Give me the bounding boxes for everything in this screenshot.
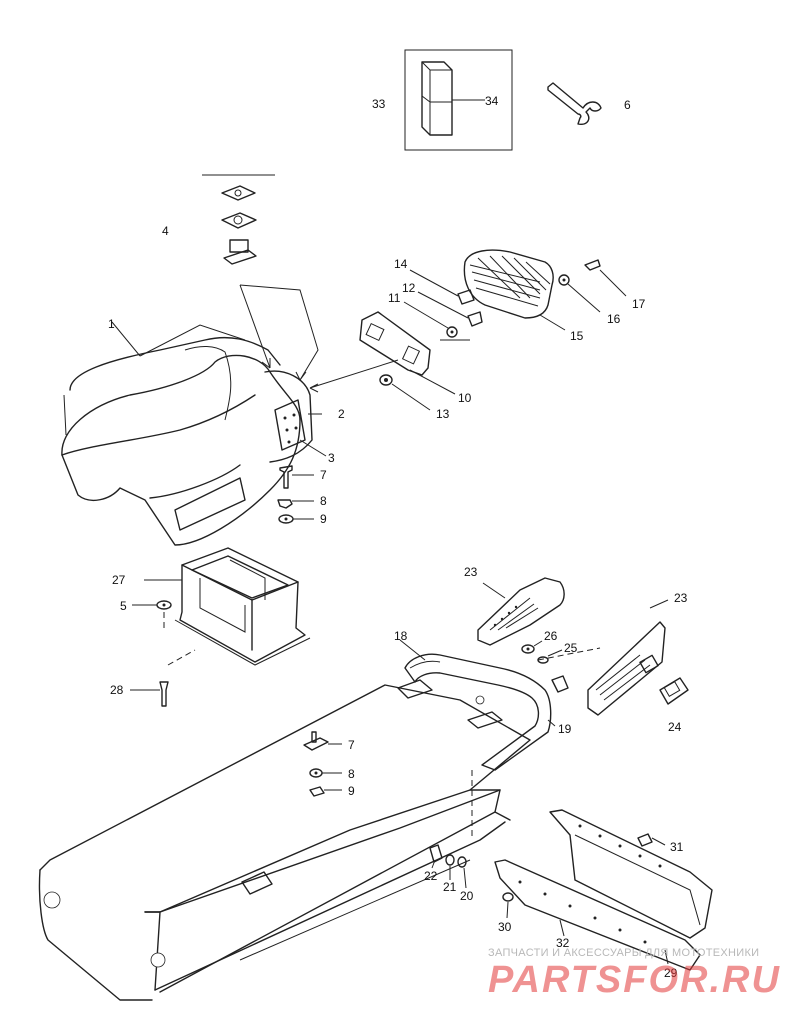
watermark-logo: PARTSFOR.RU <box>488 959 781 1001</box>
part-27-storage-box <box>130 547 311 707</box>
callout-31: 31 <box>670 840 684 854</box>
callout-labels: 1 2 3 4 5 6 7 7 8 8 9 9 10 11 12 13 14 1… <box>108 94 688 980</box>
callout-14: 14 <box>394 257 408 271</box>
callout-12: 12 <box>402 281 416 295</box>
part-7-8-9-tunnel-fasteners <box>303 731 342 797</box>
callout-26: 26 <box>544 629 558 643</box>
callout-18: 18 <box>394 629 408 643</box>
part-29-32-plates <box>494 809 713 971</box>
callout-8a: 8 <box>320 494 327 508</box>
callout-3: 3 <box>328 451 335 465</box>
callout-17: 17 <box>632 297 646 311</box>
callout-7a: 7 <box>320 468 327 482</box>
callout-25: 25 <box>564 641 578 655</box>
callout-24: 24 <box>668 720 682 734</box>
callout-34: 34 <box>485 94 499 108</box>
callout-21: 21 <box>443 880 457 894</box>
callout-23a: 23 <box>464 565 478 579</box>
callout-10: 10 <box>458 391 472 405</box>
part-33-34-kit-box <box>404 49 513 151</box>
callout-5: 5 <box>120 599 127 613</box>
part-7-8-9-upper-fasteners <box>277 465 314 524</box>
callout-2: 2 <box>338 407 345 421</box>
part-6-wrench <box>547 82 602 126</box>
part-2-3-rear-cover <box>239 284 327 463</box>
part-15-taillight <box>463 249 627 331</box>
part-1-seat <box>61 321 301 546</box>
callout-15: 15 <box>570 329 584 343</box>
part-23-26-side-handles <box>477 577 689 716</box>
callout-16: 16 <box>607 312 621 326</box>
callout-22: 22 <box>424 869 438 883</box>
callout-6: 6 <box>624 98 631 112</box>
callout-7b: 7 <box>348 738 355 752</box>
callout-30: 30 <box>498 920 512 934</box>
callout-9a: 9 <box>320 512 327 526</box>
watermark-tagline: ЗАПЧАСТИ И АКСЕССУАРЫ ДЛЯ МОТОТЕХНИКИ <box>488 947 759 959</box>
callout-23b: 23 <box>674 591 688 605</box>
callout-32: 32 <box>556 936 570 950</box>
part-4-seat-latch <box>202 174 275 265</box>
callout-29: 29 <box>664 966 678 980</box>
part-10-14-bracket <box>309 269 483 411</box>
callout-1: 1 <box>108 317 115 331</box>
callout-19: 19 <box>558 722 572 736</box>
callout-33: 33 <box>372 97 386 111</box>
callout-4: 4 <box>162 224 169 238</box>
watermark: ЗАПЧАСТИ И АКСЕССУАРЫ ДЛЯ МОТОТЕХНИКИ PA… <box>488 947 781 1001</box>
part-20-22-fasteners <box>429 844 467 889</box>
callout-20: 20 <box>460 889 474 903</box>
callout-8b: 8 <box>348 767 355 781</box>
callout-13: 13 <box>436 407 450 421</box>
callout-11: 11 <box>388 291 401 305</box>
callout-9b: 9 <box>348 784 355 798</box>
part-18-19-grab-handle <box>399 639 556 771</box>
callout-28: 28 <box>110 683 124 697</box>
tunnel-frame <box>38 679 531 1001</box>
callout-27: 27 <box>112 573 126 587</box>
